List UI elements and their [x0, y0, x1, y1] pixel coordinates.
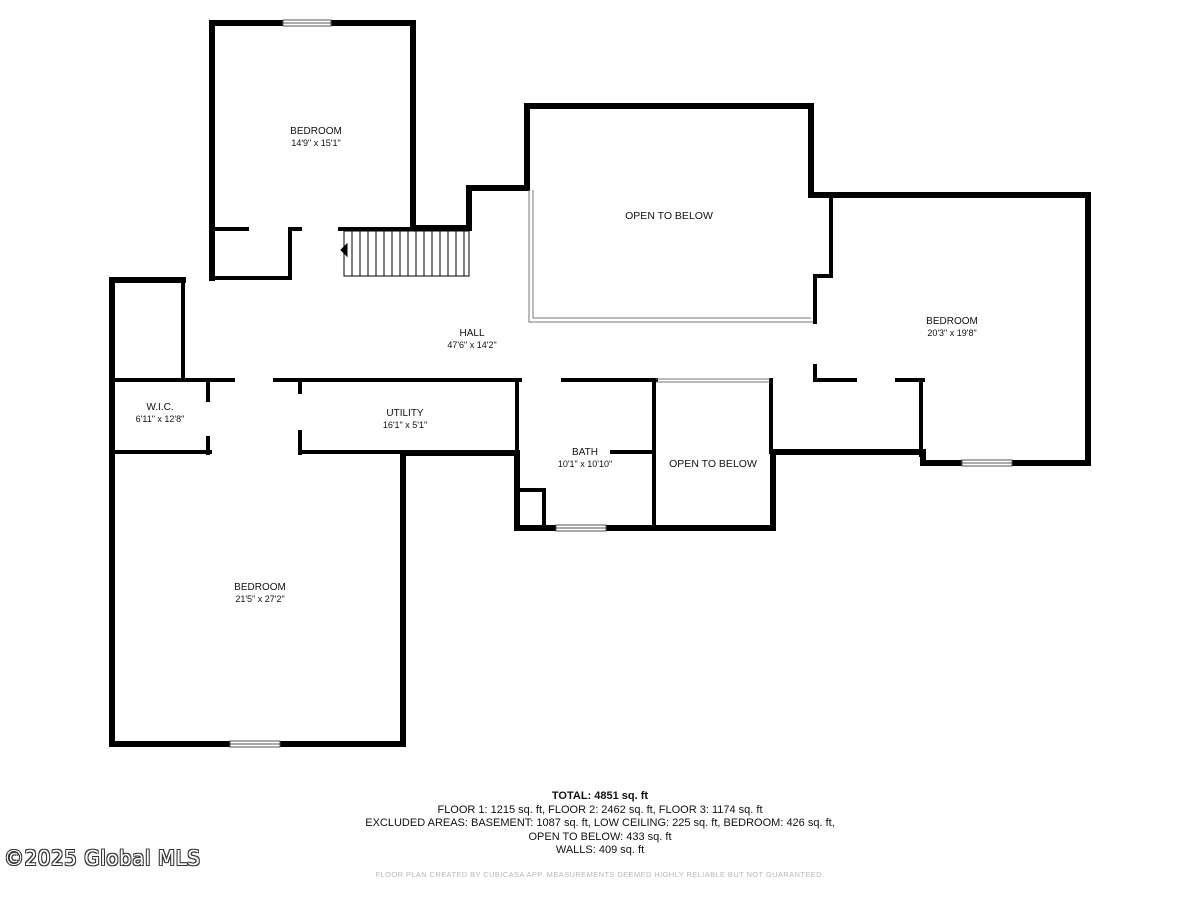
bedroom-right-dim: 20'3" x 19'8"	[927, 328, 976, 338]
room-labels: BEDROOM 14'9" x 15'1" OPEN TO BELOW BEDR…	[136, 126, 978, 604]
credit-note: FLOOR PLAN CREATED BY CUBICASA APP. MEAS…	[375, 870, 825, 879]
total-area: TOTAL: 4851 sq. ft	[551, 790, 649, 802]
windows	[229, 19, 1013, 748]
hall-name: HALL	[459, 328, 484, 339]
watermark: ©2025 Global MLS	[4, 846, 201, 870]
interior-walls	[110, 195, 925, 530]
walls-area: WALLS: 409 sq. ft	[555, 844, 645, 856]
open-below-area: OPEN TO BELOW: 433 sq. ft	[528, 830, 672, 843]
excluded-areas: EXCLUDED AREAS: BASEMENT: 1087 sq. ft, L…	[365, 817, 835, 829]
floor-areas: FLOOR 1: 1215 sq. ft, FLOOR 2: 2462 sq. …	[437, 803, 763, 816]
bath-name: BATH	[572, 447, 598, 458]
open-to-below-railing	[528, 190, 813, 383]
open-to-below-top: OPEN TO BELOW	[625, 210, 713, 222]
wic-dim: 6'11" x 12'8"	[136, 414, 185, 424]
bedroom-bottom-name: BEDROOM	[234, 582, 286, 593]
utility-name: UTILITY	[386, 408, 424, 419]
exterior-walls	[109, 20, 1091, 747]
bedroom-bottom-dim: 21'5" x 27'2"	[235, 594, 284, 604]
open-to-below-small: OPEN TO BELOW	[669, 458, 757, 470]
bedroom-top-name: BEDROOM	[290, 126, 342, 137]
area-totals: TOTAL: 4851 sq. ft FLOOR 1: 1215 sq. ft,…	[0, 790, 1200, 858]
wic-name: W.I.C.	[146, 402, 173, 413]
hall-dim: 47'6" x 14'2"	[447, 340, 496, 350]
utility-dim: 16'1" x 5'1"	[383, 420, 427, 430]
bedroom-top-dim: 14'9" x 15'1"	[291, 138, 340, 148]
stairs	[340, 230, 470, 277]
bedroom-right-name: BEDROOM	[926, 316, 978, 327]
bath-dim: 10'1" x 10'10"	[558, 459, 612, 469]
